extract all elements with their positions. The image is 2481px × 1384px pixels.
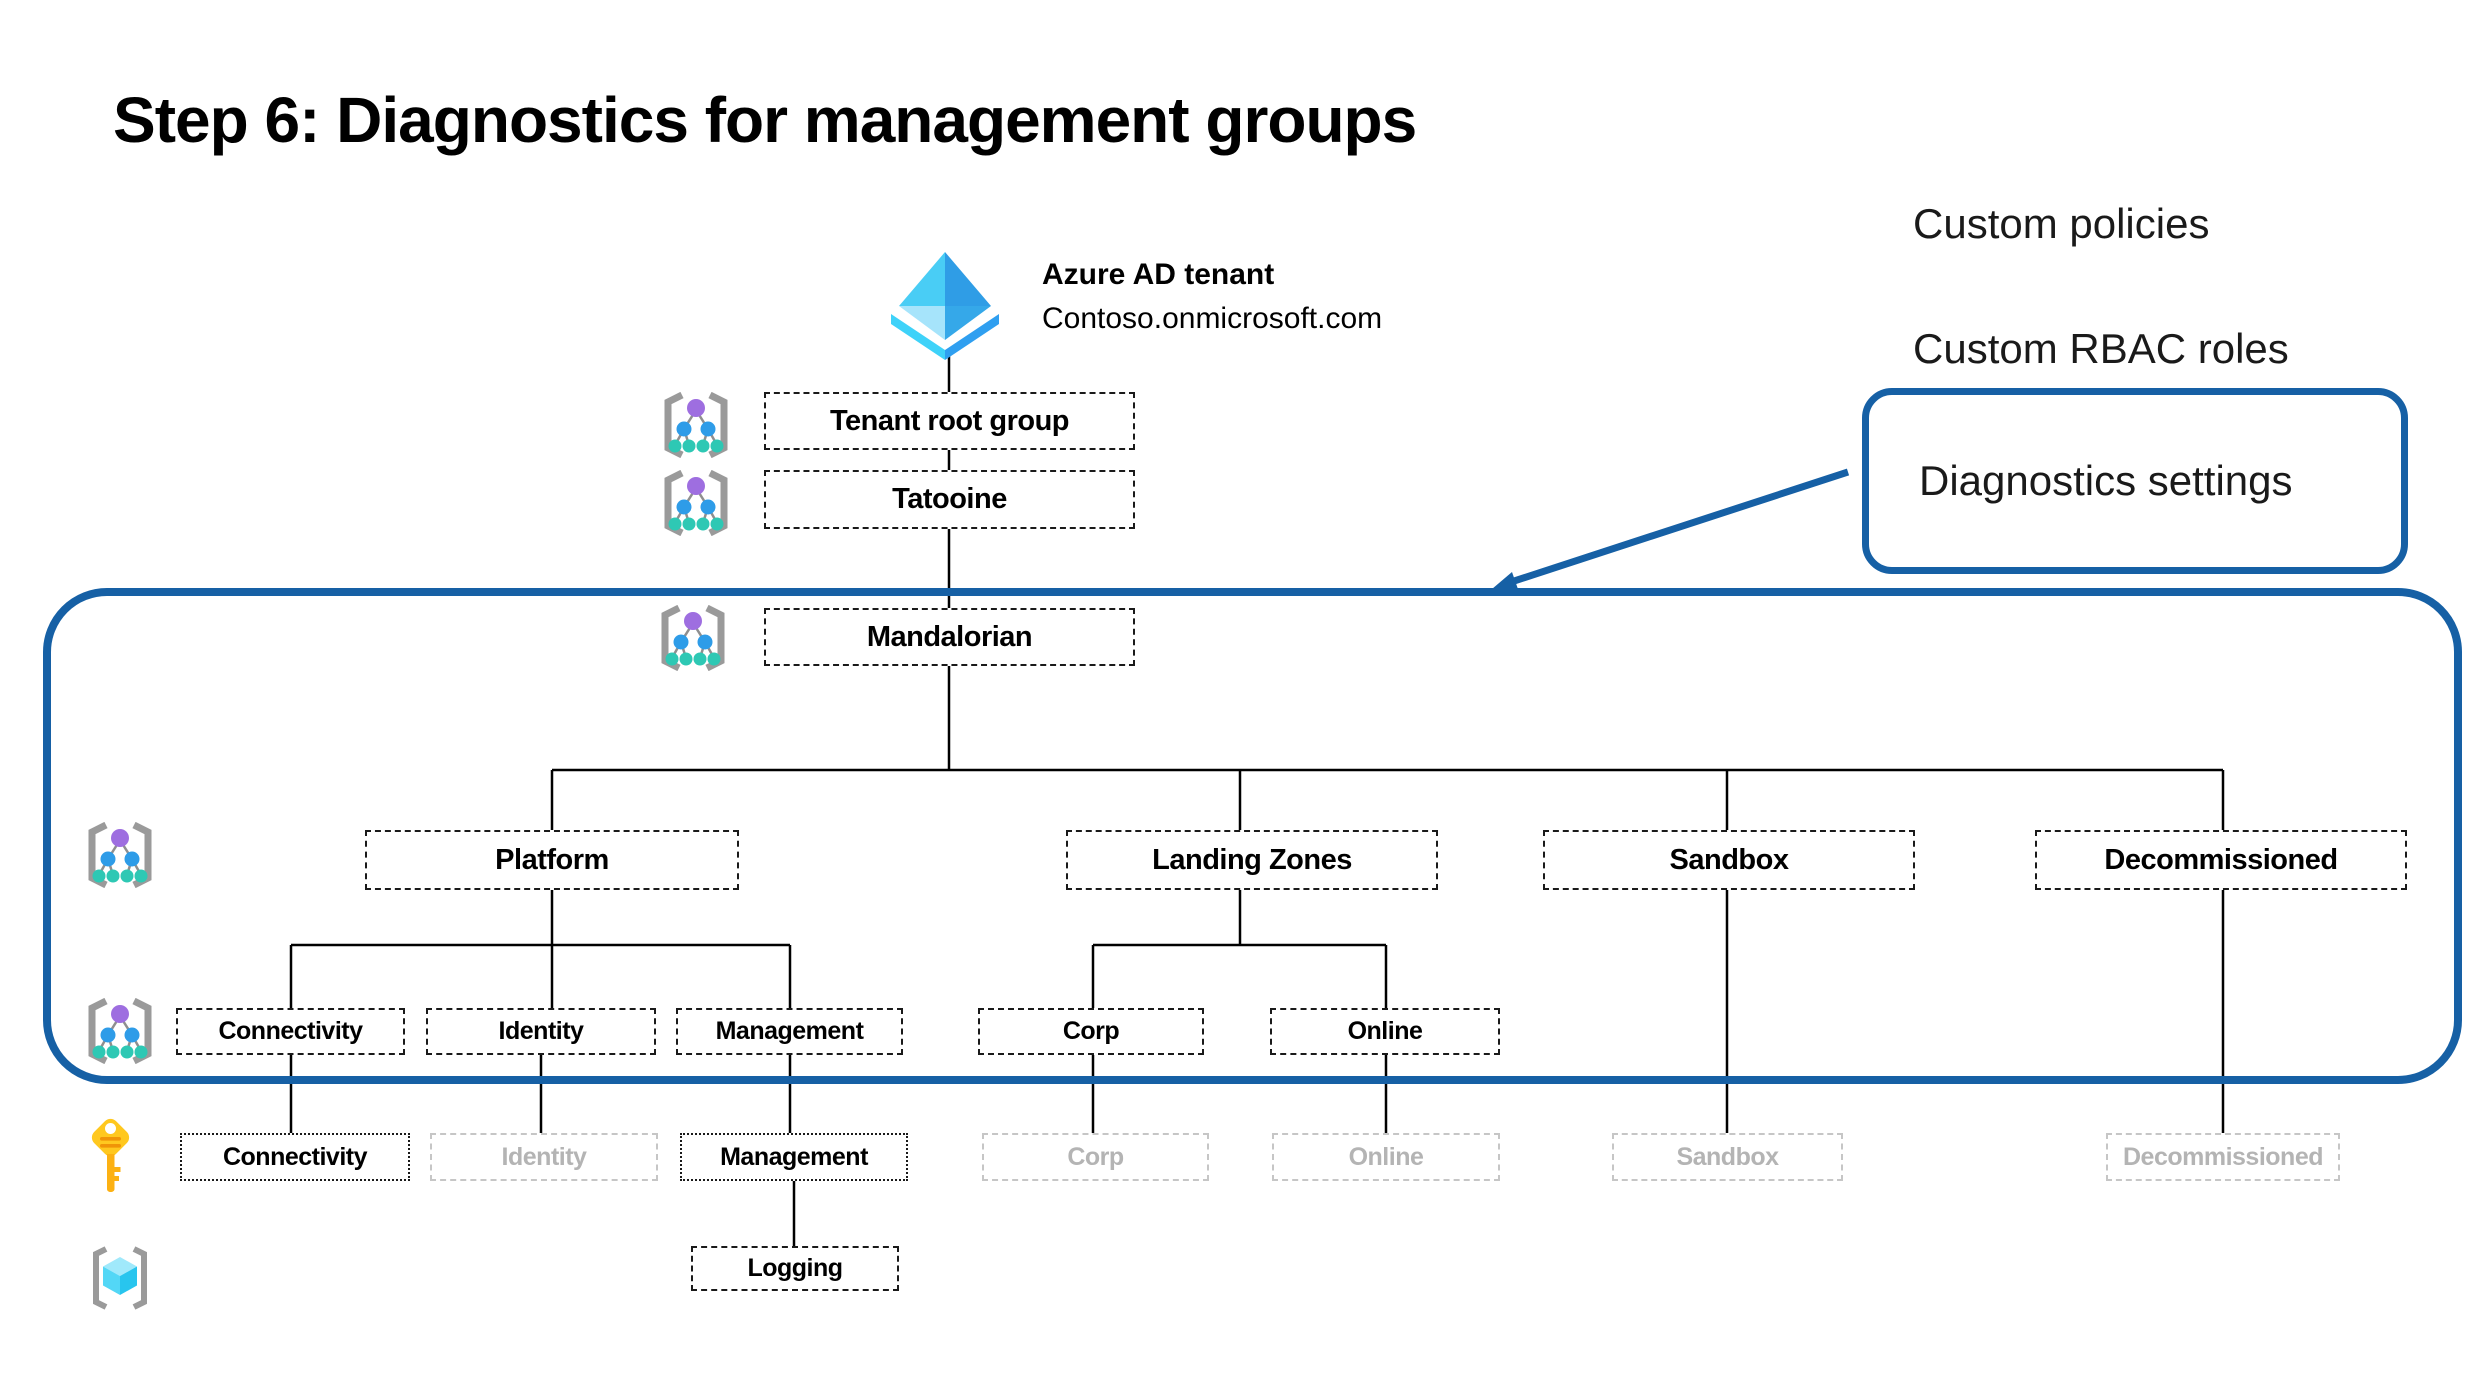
- box-management-mg: Management: [676, 1008, 903, 1055]
- corp-mg-label: Corp: [1062, 1017, 1120, 1045]
- tenant-root-group-label: Tenant root group: [829, 404, 1070, 437]
- management-group-icon-mandalorian: [655, 605, 731, 671]
- sub-corp: Corp: [982, 1133, 1209, 1181]
- sub-decommissioned: Decommissioned: [2106, 1133, 2340, 1181]
- sub-connectivity-label: Connectivity: [222, 1142, 368, 1171]
- sub-online: Online: [1272, 1133, 1500, 1181]
- mandalorian-label: Mandalorian: [866, 620, 1033, 653]
- azure-ad-tenant-icon: [891, 252, 999, 360]
- platform-label: Platform: [495, 843, 609, 876]
- subscription-key-icon: [91, 1118, 130, 1192]
- box-tenant-root-group: Tenant root group: [764, 392, 1135, 450]
- box-sandbox: Sandbox: [1543, 830, 1915, 890]
- box-platform: Platform: [365, 830, 739, 890]
- box-logging: Logging: [691, 1246, 899, 1291]
- management-mg-label: Management: [715, 1017, 864, 1045]
- connectivity-mg-label: Connectivity: [218, 1017, 363, 1045]
- management-group-icon-level1: [82, 822, 158, 888]
- box-corp-mg: Corp: [978, 1008, 1204, 1055]
- tatooine-label: Tatooine: [892, 483, 1007, 515]
- box-online-mg: Online: [1270, 1008, 1500, 1055]
- box-connectivity-mg: Connectivity: [176, 1008, 405, 1055]
- management-group-icon-tenant-root: [658, 392, 734, 458]
- sub-connectivity: Connectivity: [180, 1133, 410, 1181]
- sandbox-label: Sandbox: [1669, 843, 1789, 876]
- page-title: Step 6: Diagnostics for management group…: [113, 84, 1417, 156]
- box-decommissioned: Decommissioned: [2035, 830, 2407, 890]
- tenant-domain: Contoso.onmicrosoft.com: [1042, 302, 1383, 335]
- sub-sandbox-label: Sandbox: [1676, 1142, 1779, 1171]
- sub-identity: Identity: [430, 1133, 658, 1181]
- sub-management: Management: [680, 1133, 908, 1181]
- identity-mg-label: Identity: [498, 1017, 584, 1045]
- sub-identity-label: Identity: [501, 1142, 587, 1171]
- box-identity-mg: Identity: [426, 1008, 656, 1055]
- diagnostics-settings-label: Diagnostics settings: [1919, 457, 2293, 504]
- box-tatooine: Tatooine: [764, 470, 1135, 529]
- sub-decommissioned-label: Decommissioned: [2122, 1142, 2324, 1171]
- sub-online-label: Online: [1348, 1142, 1424, 1171]
- management-group-icon-level2: [82, 998, 158, 1064]
- diagnostics-settings-callout: Diagnostics settings: [1862, 388, 2408, 574]
- box-mandalorian: Mandalorian: [764, 608, 1135, 666]
- resource-group-cube-icon: [93, 1246, 147, 1310]
- tenant-name: Azure AD tenant: [1042, 258, 1275, 291]
- sub-management-label: Management: [720, 1142, 868, 1171]
- box-landing-zones: Landing Zones: [1066, 830, 1438, 890]
- sub-corp-label: Corp: [1067, 1142, 1124, 1171]
- annotation-custom-rbac-roles: Custom RBAC roles: [1913, 325, 2289, 372]
- logging-label: Logging: [747, 1254, 843, 1282]
- landing-zones-label: Landing Zones: [1152, 843, 1352, 876]
- annotation-custom-policies: Custom policies: [1913, 200, 2210, 247]
- decommissioned-label: Decommissioned: [2104, 843, 2338, 876]
- online-mg-label: Online: [1347, 1017, 1423, 1045]
- sub-sandbox: Sandbox: [1612, 1133, 1843, 1181]
- management-group-icon-tatooine: [658, 470, 734, 536]
